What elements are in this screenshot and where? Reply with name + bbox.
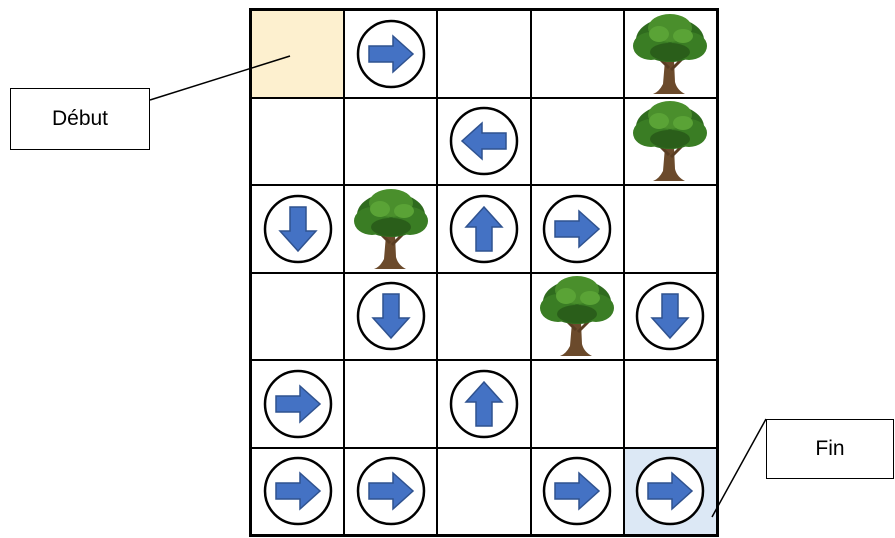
- grid-cell-r4-c4: [531, 273, 624, 361]
- tree-icon: [629, 99, 711, 183]
- grid-cell-r4-c1: [251, 273, 344, 361]
- arrow-up-icon: [448, 193, 520, 265]
- fin-label: Fin: [815, 437, 844, 461]
- grid-cell-r3-c3: [437, 185, 530, 273]
- grid-cell-r6-c3: [437, 448, 530, 536]
- end-cell: [624, 448, 717, 536]
- arrow-right-icon: [262, 368, 334, 440]
- grid-cell-r3-c1: [251, 185, 344, 273]
- grid-cell-r2-c2: [344, 98, 437, 186]
- grid-cell-r2-c4: [531, 98, 624, 186]
- grid-cell-r1-c3: [437, 10, 530, 98]
- grid-cell-r5-c3: [437, 360, 530, 448]
- arrow-down-icon: [262, 193, 334, 265]
- arrow-right-icon: [355, 18, 427, 90]
- grid-cell-r4-c5: [624, 273, 717, 361]
- arrow-right-icon: [355, 455, 427, 527]
- grid-cell-r1-c4: [531, 10, 624, 98]
- grid-cell-r3-c2: [344, 185, 437, 273]
- grid-cell-r4-c3: [437, 273, 530, 361]
- grid-cell-r5-c2: [344, 360, 437, 448]
- fin-callout: Fin: [766, 419, 894, 479]
- grid-cell-r3-c4: [531, 185, 624, 273]
- grid-cell-r5-c4: [531, 360, 624, 448]
- debut-label: Début: [52, 107, 108, 131]
- grid-cell-r6-c4: [531, 448, 624, 536]
- grid-cell-r6-c1: [251, 448, 344, 536]
- arrow-right-icon: [541, 455, 613, 527]
- grid-cell-r2-c5: [624, 98, 717, 186]
- tree-icon: [629, 12, 711, 96]
- grid-cell-r1-c2: [344, 10, 437, 98]
- arrow-right-icon: [262, 455, 334, 527]
- tree-icon: [350, 187, 432, 271]
- arrow-up-icon: [448, 368, 520, 440]
- fin-leader-line: [712, 419, 766, 517]
- arrow-down-icon: [634, 280, 706, 352]
- arrow-down-icon: [355, 280, 427, 352]
- arrow-left-icon: [448, 105, 520, 177]
- grid-cell-r2-c3: [437, 98, 530, 186]
- start-cell: [251, 10, 344, 98]
- debut-callout: Début: [10, 88, 150, 150]
- grid-cell-r1-c5: [624, 10, 717, 98]
- arrow-right-icon: [634, 455, 706, 527]
- grid-cell-r4-c2: [344, 273, 437, 361]
- grid-cell-r6-c2: [344, 448, 437, 536]
- grid-cell-r5-c1: [251, 360, 344, 448]
- tree-icon: [536, 274, 618, 358]
- grid-cell-r2-c1: [251, 98, 344, 186]
- grid-cell-r5-c5: [624, 360, 717, 448]
- maze-grid: [249, 8, 719, 537]
- grid-cell-r3-c5: [624, 185, 717, 273]
- arrow-right-icon: [541, 193, 613, 265]
